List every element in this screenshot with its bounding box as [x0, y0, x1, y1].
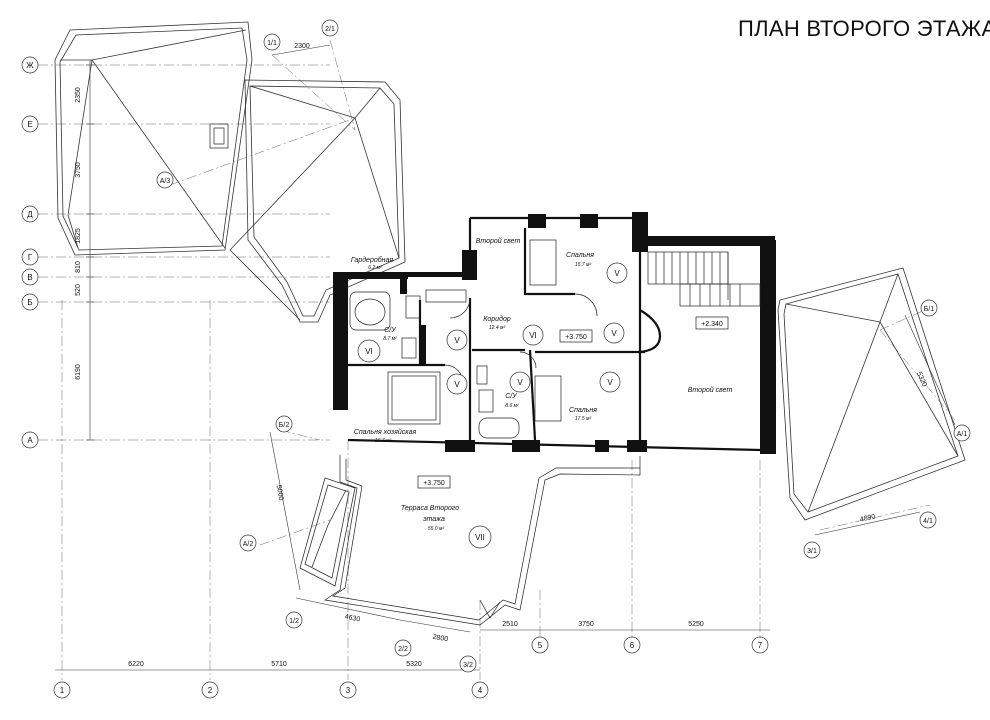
axis-label-b: Б: [27, 298, 32, 307]
axis-grid: [38, 39, 956, 680]
axis-label-4: 4: [478, 686, 483, 695]
dim-terrace-bottom-a: 4630: [344, 613, 361, 623]
dim-bottom-2: 5710: [271, 661, 287, 668]
plan-title: ПЛАН ВТОРОГО ЭТАЖА: [738, 16, 990, 41]
axis-label-v: В: [27, 273, 32, 282]
room-class-circles: [357, 262, 628, 549]
dim-bottom-4: 2510: [502, 621, 518, 628]
room-master-area: 16.7 м²: [375, 438, 392, 444]
dim-bottom-5: 3750: [578, 621, 594, 628]
room-corridor-name: Коридор: [483, 315, 511, 323]
axis-label-b-1: Б/1: [924, 306, 935, 313]
dim-terrace-left: 5000: [275, 484, 285, 501]
level-box-terrace: [417, 475, 451, 489]
dimension-lines: [55, 44, 956, 671]
room-bedroom2-area: 17.5 м²: [575, 416, 592, 422]
axis-label-e: Е: [27, 120, 32, 129]
axis-label-g: Г: [28, 253, 33, 262]
room-class-6: VI: [365, 347, 373, 356]
dim-left-6: 6190: [75, 364, 82, 380]
room-terrace-name-2: этажа: [423, 516, 445, 523]
dim-left-1: 2350: [75, 87, 82, 103]
dim-left-4: 810: [75, 261, 82, 273]
room-class-2: V: [454, 380, 460, 389]
building-walls: [333, 212, 776, 454]
roof-outlines: [54, 21, 966, 587]
room-bedroom2-name: Спальня: [569, 407, 597, 414]
second-light-right: Второй свет: [688, 386, 733, 394]
axis-label-1-2: 1/2: [289, 618, 299, 625]
axis-label-2-1: 2/1: [325, 26, 335, 33]
axis-label-1: 1: [60, 686, 65, 695]
room-corridor-area: 12.4 м²: [489, 325, 506, 331]
second-light-top: Второй свет: [476, 237, 521, 245]
dim-left-5: 520: [75, 284, 82, 296]
axis-label-3: 3: [346, 686, 351, 695]
room-bath1-name: С/У: [384, 327, 397, 334]
axis-label-5: 5: [538, 641, 543, 650]
axis-label-zh: Ж: [26, 61, 34, 70]
dim-terrace-bottom-b: 2800: [432, 634, 449, 644]
axis-label-3-1: 3/1: [807, 548, 817, 555]
room-bath1-area: 8.7 м²: [383, 336, 397, 342]
fixtures: [349, 239, 761, 439]
axis-label-2: 2: [208, 686, 213, 695]
room-wardrobe-area: 6.2 м²: [368, 265, 382, 271]
room-wardrobe-name: Гардеробная: [351, 256, 394, 264]
room-class-4: V: [611, 329, 617, 338]
dim-top: 2300: [294, 43, 310, 50]
room-bedroom1-area: 15.7 м²: [575, 262, 592, 268]
room-class-9: VII: [475, 533, 485, 542]
room-bedroom1-name: Спальня: [566, 252, 594, 259]
room-master-name: Спальня хозяйская: [354, 428, 417, 436]
axis-label-2-2: 2/2: [398, 646, 408, 653]
level-box-stair: [695, 316, 729, 330]
level-corridor: +3.750: [565, 334, 587, 341]
level-stair: +2.340: [701, 321, 723, 328]
room-class-7: V: [607, 378, 613, 387]
axis-label-4-1: 4/1: [923, 518, 933, 525]
axis-label-1-1: 1/1: [267, 40, 277, 47]
room-class-8: V: [517, 378, 523, 387]
dim-bottom-6: 5250: [688, 621, 704, 628]
room-bath2-name: С/У: [505, 393, 518, 400]
axis-label-b-2: Б/2: [279, 422, 290, 429]
dim-bottom-3: 5320: [406, 661, 422, 668]
dim-left-2: 3750: [75, 162, 82, 178]
axis-label-a: А: [27, 436, 33, 445]
room-terrace-name-1: Терраса Второго: [401, 505, 459, 512]
dim-bottom-1: 6220: [128, 661, 144, 668]
axis-label-a-1: А/1: [957, 431, 968, 438]
room-class-5: V: [614, 269, 620, 278]
dim-right-bottom: 4890: [859, 513, 876, 523]
axis-label-7: 7: [758, 641, 763, 650]
room-bath2-area: 8.6 м²: [505, 403, 519, 409]
axis-bubbles: [21, 19, 971, 699]
level-terrace: +3.750: [423, 480, 445, 487]
room-class-1: V: [454, 336, 460, 345]
axis-label-a-3: А/3: [160, 178, 171, 185]
terrace-outline: [324, 455, 641, 626]
axis-label-6: 6: [630, 641, 635, 650]
level-box-corridor: [559, 329, 593, 343]
dim-left-3: 1825: [75, 228, 82, 244]
room-class-3: VI: [529, 331, 537, 340]
axis-label-d: Д: [27, 210, 33, 219]
room-terrace-area: 55.0 м²: [428, 526, 445, 532]
axis-label-a-2: А/2: [243, 541, 254, 548]
axis-label-3-2: 3/2: [463, 662, 473, 669]
